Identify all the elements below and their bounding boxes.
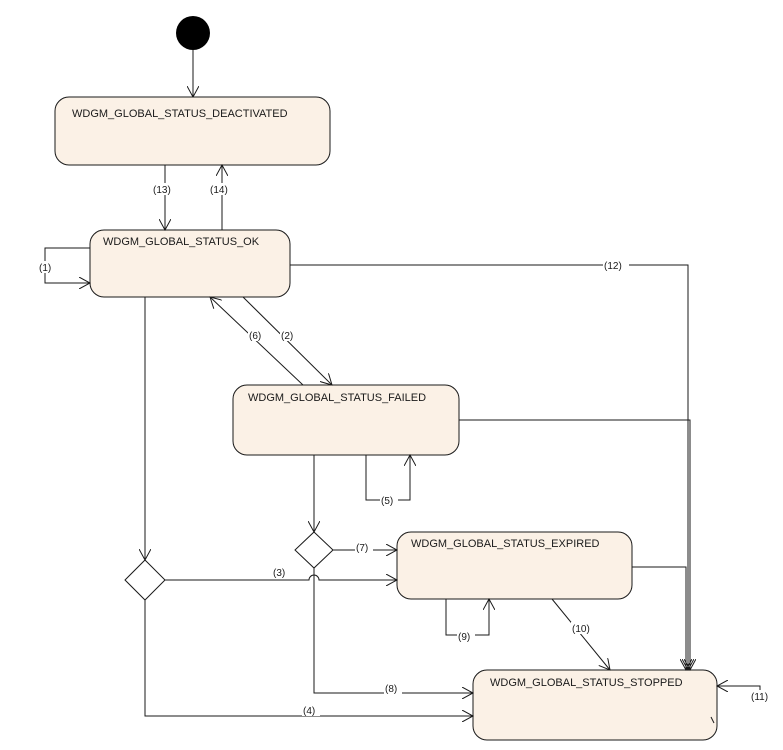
state-expired-label: WDGM_GLOBAL_STATUS_EXPIRED — [411, 538, 600, 550]
label-4: (4) — [302, 704, 320, 717]
label-11: (11) — [750, 690, 776, 703]
svg-text:(13): (13) — [153, 185, 171, 196]
svg-text:(11): (11) — [751, 692, 768, 703]
label-1: (1) — [38, 261, 56, 274]
edge-failed-stopped — [459, 419, 690, 670]
label-7: (7) — [355, 541, 373, 554]
svg-text:(8): (8) — [385, 684, 397, 695]
state-deactivated: WDGM_GLOBAL_STATUS_DEACTIVATED — [54, 96, 331, 166]
svg-text:(2): (2) — [281, 331, 293, 342]
label-6: (6) — [248, 329, 266, 342]
state-failed-label: WDGM_GLOBAL_STATUS_FAILED — [248, 392, 426, 404]
state-ok: WDGM_GLOBAL_STATUS_OK — [89, 229, 291, 298]
label-8: (8) — [384, 682, 402, 695]
svg-text:(4): (4) — [303, 706, 315, 717]
label-10: (10) — [571, 622, 597, 635]
svg-text:(9): (9) — [458, 632, 470, 643]
label-5: (5) — [380, 494, 398, 507]
label-2: (2) — [280, 329, 298, 342]
state-stopped: WDGM_GLOBAL_STATUS_STOPPED — [472, 669, 718, 741]
label-3: (3) — [272, 566, 290, 579]
svg-text:(5): (5) — [381, 496, 393, 507]
svg-text:(3): (3) — [273, 568, 285, 579]
label-12: (12) — [603, 259, 629, 272]
state-failed: WDGM_GLOBAL_STATUS_FAILED — [232, 384, 460, 456]
state-deactivated-label: WDGM_GLOBAL_STATUS_DEACTIVATED — [72, 108, 288, 120]
decision-right — [294, 531, 334, 569]
svg-text:(6): (6) — [249, 331, 261, 342]
label-9: (9) — [457, 630, 475, 643]
svg-text:(14): (14) — [210, 185, 228, 196]
edge-4 — [144, 600, 473, 716]
edge-expired-stopped — [632, 566, 686, 670]
state-stopped-label: WDGM_GLOBAL_STATUS_STOPPED — [490, 677, 683, 689]
state-expired: WDGM_GLOBAL_STATUS_EXPIRED — [396, 531, 633, 600]
svg-text:(7): (7) — [356, 543, 368, 554]
state-ok-label: WDGM_GLOBAL_STATUS_OK — [103, 236, 260, 248]
edge-11-tick — [710, 716, 715, 724]
svg-text:(10): (10) — [572, 624, 590, 635]
edge-9 — [445, 599, 489, 636]
edge-12 — [290, 264, 688, 670]
initial-node — [176, 16, 210, 50]
label-14: (14) — [209, 183, 235, 196]
svg-text:(12): (12) — [604, 261, 622, 272]
svg-text:(1): (1) — [39, 263, 51, 274]
decision-left — [124, 559, 166, 601]
edge-10 — [551, 598, 610, 670]
label-13: (13) — [152, 183, 178, 196]
edge-5 — [365, 455, 410, 501]
edge-8 — [313, 568, 473, 693]
